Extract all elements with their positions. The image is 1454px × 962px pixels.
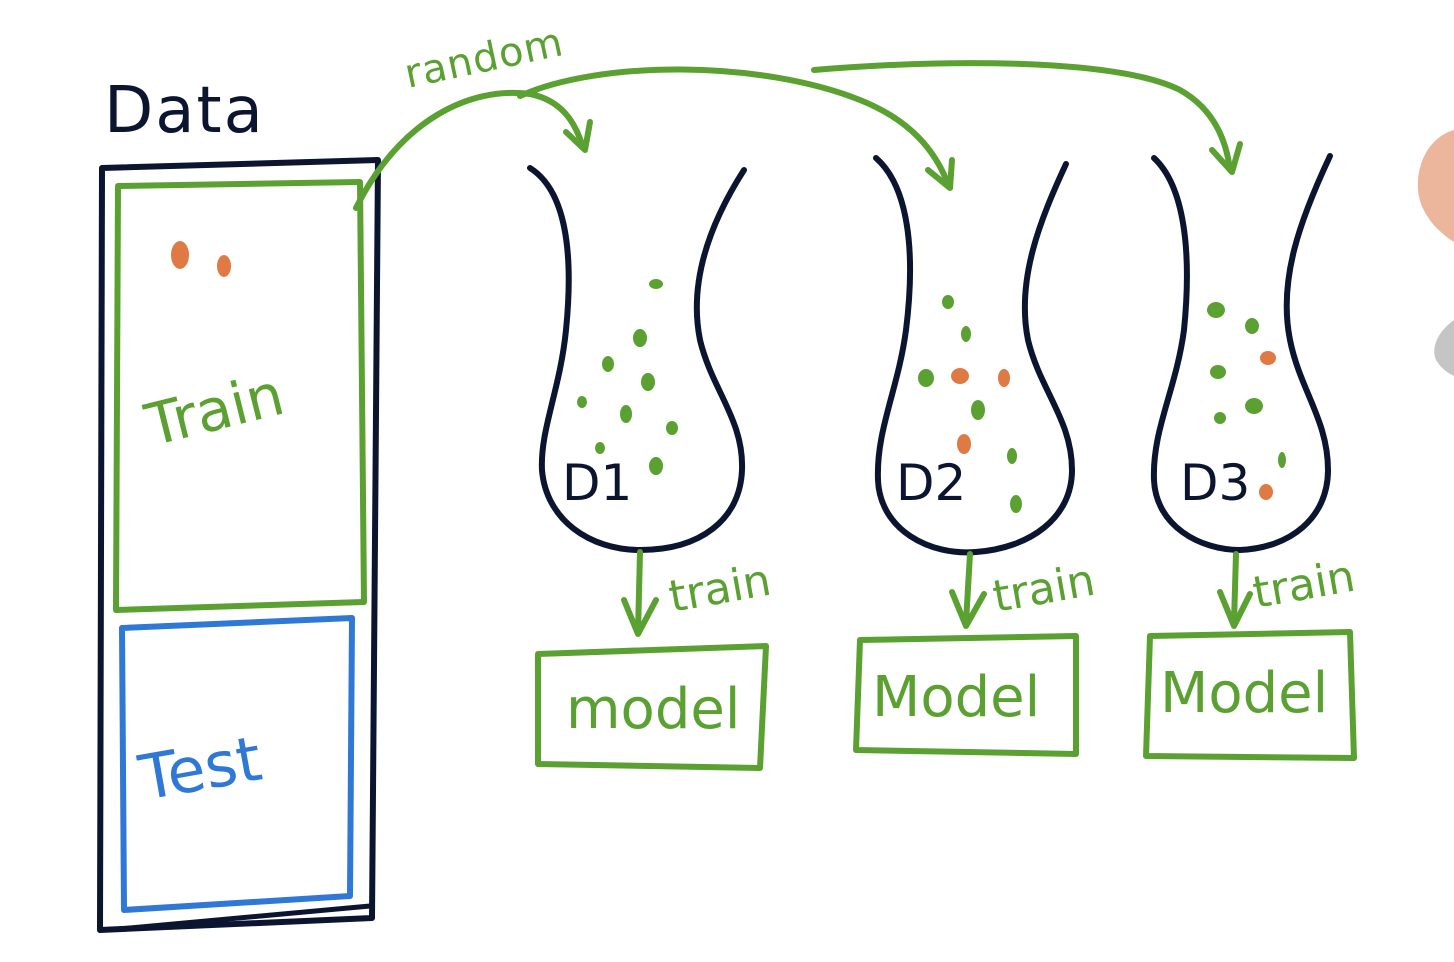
train-arrow-d2-head [949,589,987,629]
presenter-hand [1417,130,1454,242]
sampling-arrow-d3 [811,60,1233,173]
outlier-dot [171,241,189,269]
model-box-d1 [535,643,769,771]
train-arrow-d1-head [621,597,659,637]
train-arrow-d1-label: train [665,555,775,623]
sampling-arrow-d1 [353,89,586,211]
train-arrow-d3 [1231,551,1239,625]
data-title: Data [104,74,265,148]
bag-d2-dots [918,295,1022,513]
train-arrow-d3-head [1217,589,1253,629]
model-d2-label: Model [872,665,1040,730]
bag-d2-label: D2 [896,454,966,512]
bag-d1-dots [577,279,678,475]
train-box-label: Train [138,360,290,460]
bag-d2 [873,155,1075,556]
test-box [119,615,355,913]
sampling-arrow-d3-head [1209,141,1243,175]
train-box [113,179,367,613]
data-container [97,157,381,933]
train-arrow-d2-label: train [989,555,1099,623]
data-container-shadow [105,903,373,933]
model-d3-label: Model [1160,661,1328,726]
sampling-arrow-d2-head [925,157,955,191]
bag-d3-dots [1207,302,1286,500]
train-arrow-d3-label: train [1249,551,1359,619]
model-box-d3 [1143,629,1357,761]
sampling-arrow-d2 [517,66,951,187]
train-arrow-d1 [635,549,643,635]
model-box-d2 [853,633,1079,757]
test-box-label: Test [133,722,267,815]
bag-d3-label: D3 [1180,454,1250,512]
sampling-arrow-d1-head [563,119,593,153]
presenter-hand-shadow [1434,320,1454,376]
bag-d1-label: D1 [562,454,632,512]
outlier-dot [217,255,231,277]
bag-d3 [1150,153,1333,553]
model-d1-label: model [566,677,740,742]
train-arrow-d2 [963,551,973,625]
